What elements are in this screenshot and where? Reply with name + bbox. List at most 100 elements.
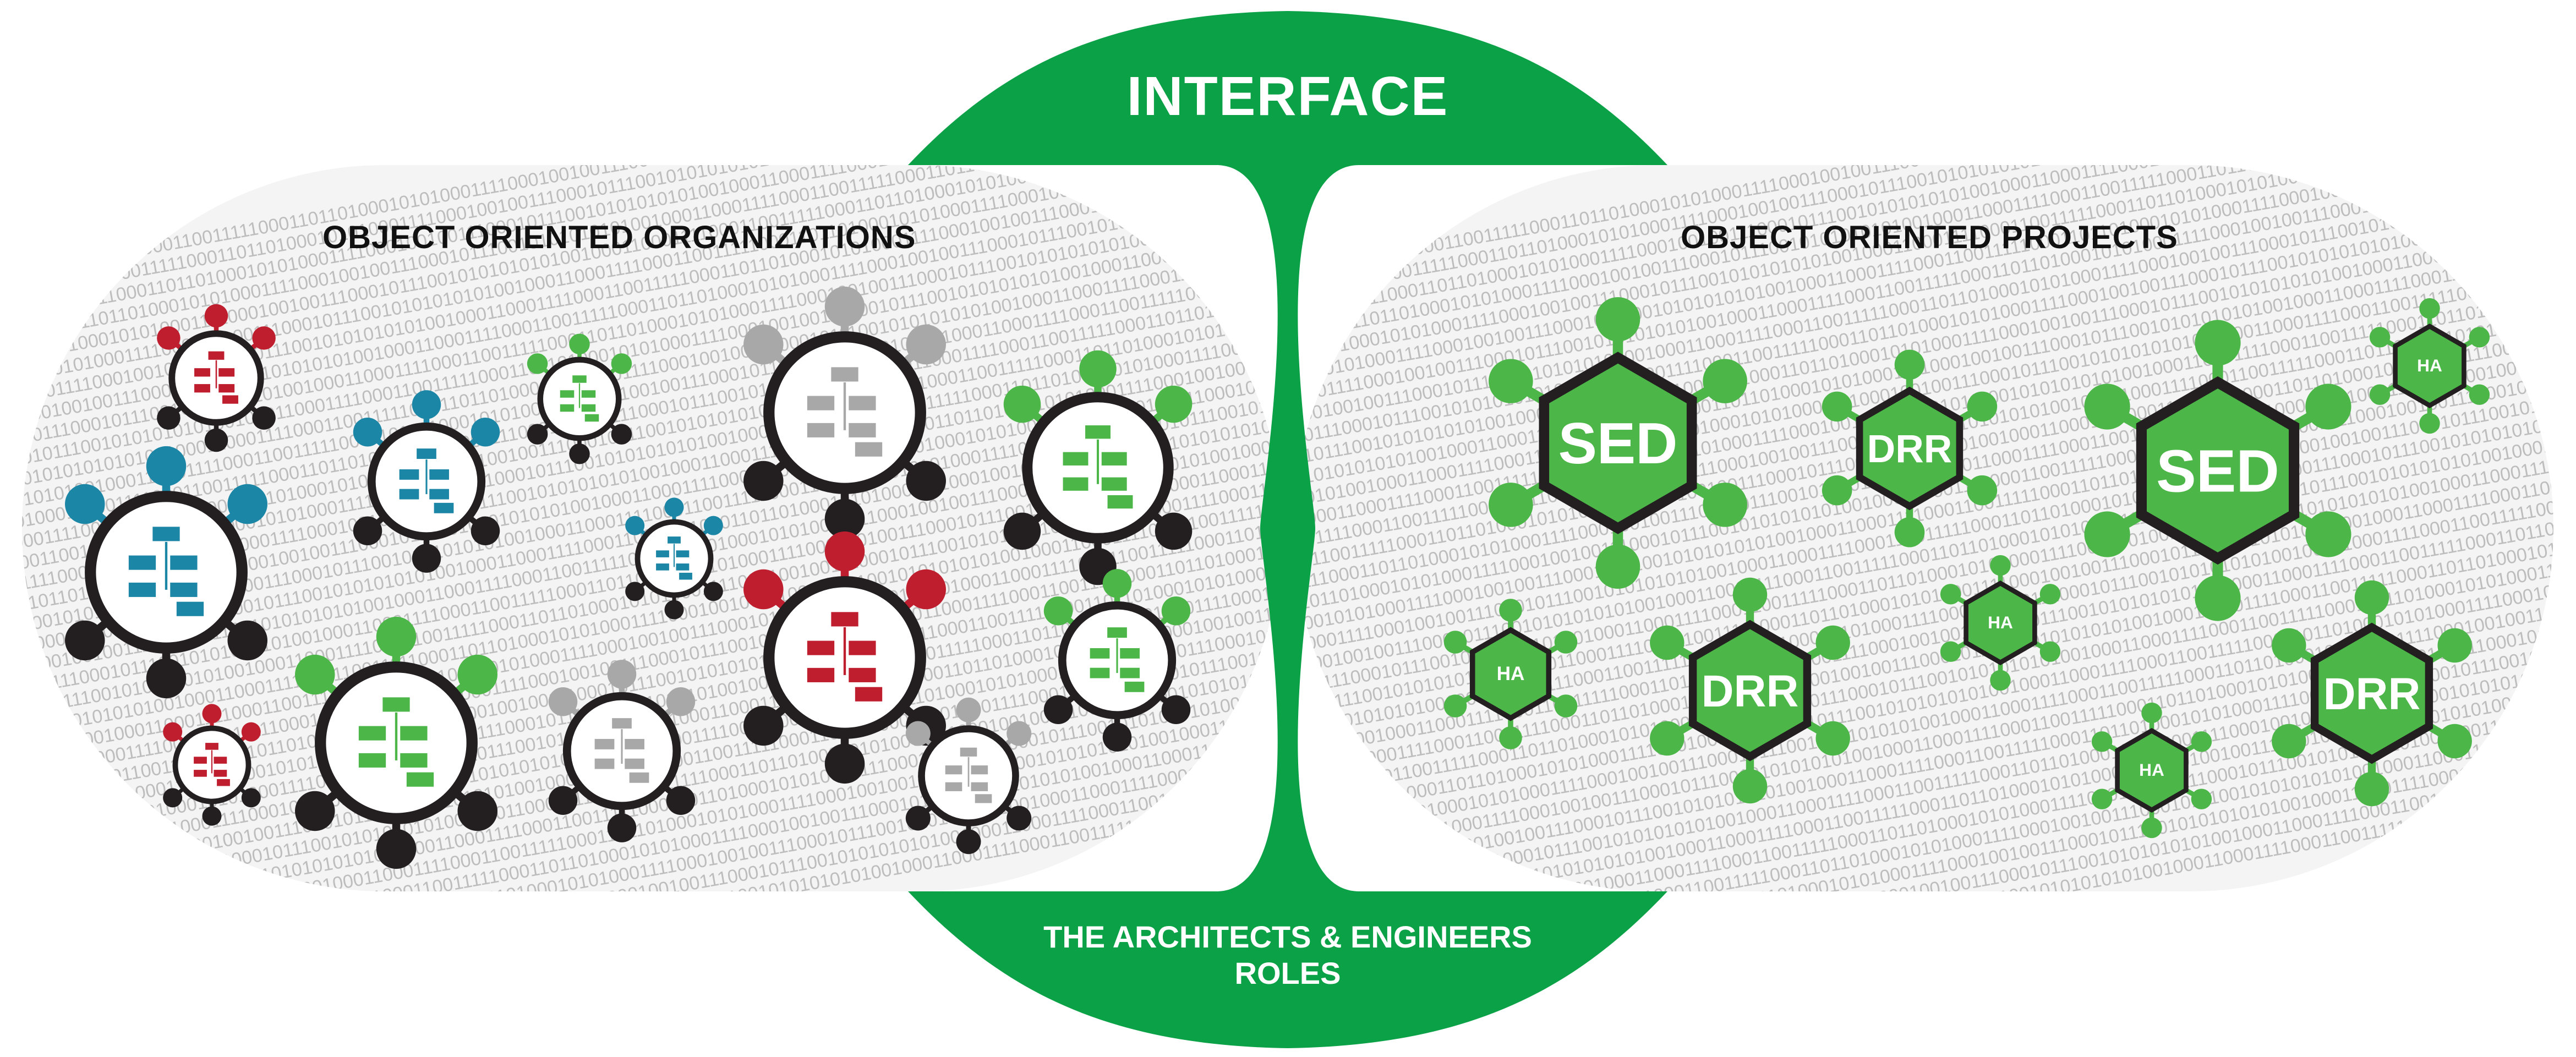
organization-node-5 xyxy=(1003,350,1193,585)
node-connector-dot xyxy=(295,791,335,831)
organization-node-11 xyxy=(295,616,497,869)
project-connector-dot xyxy=(1650,625,1684,660)
organization-node-9 xyxy=(1043,569,1191,752)
project-connector-dot xyxy=(2191,731,2212,752)
project-connector-dot xyxy=(2141,817,2162,839)
project-connector-dot xyxy=(1489,483,1533,527)
node-connector-dot xyxy=(743,324,784,365)
project-connector-dot xyxy=(2141,702,2162,724)
node-connector-dot xyxy=(906,461,946,501)
project-connector-dot xyxy=(2437,724,2472,759)
interface-bridge-shape xyxy=(908,11,1667,1048)
project-connector-dot xyxy=(2437,628,2472,663)
organizations-title: OBJECT ORIENTED ORGANIZATIONS xyxy=(322,220,916,255)
node-connector-dot xyxy=(1043,695,1073,725)
project-node-1: SED xyxy=(1489,297,1747,589)
project-connector-dot xyxy=(1894,517,1925,547)
node-connector-dot xyxy=(202,806,222,826)
node-connector-dot xyxy=(527,353,548,374)
node-connector-dot xyxy=(1003,385,1041,423)
project-connector-dot xyxy=(2039,641,2061,662)
node-connector-dot xyxy=(204,428,228,452)
node-connector-dot xyxy=(743,569,784,610)
project-connector-dot xyxy=(1443,694,1467,718)
node-connector-dot xyxy=(548,786,578,815)
node-connector-dot xyxy=(471,417,500,447)
project-connector-dot xyxy=(1732,577,1768,612)
project-node-4: HA xyxy=(2369,298,2490,434)
project-connector-dot xyxy=(1554,694,1578,718)
project-connector-dot xyxy=(1595,544,1640,589)
node-connector-dot xyxy=(1161,596,1191,626)
project-label: HA xyxy=(2139,760,2164,780)
node-connector-dot xyxy=(743,705,784,746)
organization-node-13 xyxy=(905,697,1032,855)
node-connector-dot xyxy=(252,406,276,430)
project-connector-dot xyxy=(2195,320,2241,366)
node-connector-dot xyxy=(906,324,946,365)
node-connector-dot xyxy=(956,829,981,855)
project-connector-dot xyxy=(1443,631,1467,654)
node-connector-dot xyxy=(376,616,417,657)
project-label: HA xyxy=(2417,355,2442,375)
node-connector-dot xyxy=(548,687,578,716)
node-connector-dot xyxy=(664,497,684,517)
project-connector-dot xyxy=(1489,359,1533,403)
project-label: SED xyxy=(2156,438,2279,505)
node-connector-dot xyxy=(824,531,865,572)
project-connector-dot xyxy=(1990,555,2011,576)
node-connector-dot xyxy=(905,806,931,831)
project-node-5: HA xyxy=(1940,555,2061,691)
project-connector-dot xyxy=(1732,769,1768,804)
project-connector-dot xyxy=(1595,297,1640,342)
project-connector-dot xyxy=(2039,584,2061,605)
project-label: HA xyxy=(1988,612,2013,632)
node-connector-dot xyxy=(353,417,382,447)
node-connector-dot xyxy=(252,326,276,350)
project-connector-dot xyxy=(1499,726,1522,749)
project-connector-dot xyxy=(2091,731,2113,752)
organization-node-7 xyxy=(625,497,723,620)
node-connector-dot xyxy=(824,743,865,784)
project-connector-dot xyxy=(1554,631,1578,654)
node-connector-dot xyxy=(163,788,183,808)
node-connector-dot xyxy=(1007,721,1032,746)
project-connector-dot xyxy=(1822,475,1852,506)
node-connector-dot xyxy=(65,620,105,661)
node-connector-dot xyxy=(666,786,696,815)
project-node-3: SED xyxy=(2084,320,2351,621)
node-connector-dot xyxy=(471,516,500,546)
project-connector-dot xyxy=(2272,724,2306,759)
project-connector-dot xyxy=(2354,580,2389,615)
node-connector-dot xyxy=(1007,806,1032,831)
project-connector-dot xyxy=(1967,391,1998,422)
node-connector-dot xyxy=(607,813,637,842)
node-connector-dot xyxy=(163,722,183,742)
project-connector-dot xyxy=(2369,327,2391,348)
node-connector-dot xyxy=(666,687,696,716)
project-node-7: DRR xyxy=(1650,577,1850,804)
node-connector-dot xyxy=(664,600,684,620)
project-connector-dot xyxy=(2084,511,2130,557)
project-connector-dot xyxy=(1967,475,1998,506)
organization-node-10 xyxy=(163,704,261,826)
node-connector-dot xyxy=(703,582,723,601)
organizations-group xyxy=(65,286,1193,869)
node-connector-dot xyxy=(527,424,548,445)
project-node-9: HA xyxy=(2091,702,2212,839)
project-connector-dot xyxy=(2469,384,2490,405)
node-connector-dot xyxy=(412,390,441,419)
project-connector-dot xyxy=(2272,628,2306,663)
node-connector-dot xyxy=(1155,385,1193,423)
node-connector-dot xyxy=(1102,722,1132,752)
organization-node-1 xyxy=(157,304,276,452)
node-connector-dot xyxy=(611,424,632,445)
node-connector-dot xyxy=(625,516,645,535)
node-connector-dot xyxy=(905,721,931,746)
node-connector-dot xyxy=(227,484,267,524)
project-connector-dot xyxy=(1940,641,1961,662)
organization-node-4 xyxy=(743,286,946,539)
node-connector-dot xyxy=(956,697,981,722)
projects-title: OBJECT ORIENTED PROJECTS xyxy=(1681,220,2178,255)
node-connector-dot xyxy=(227,620,267,661)
